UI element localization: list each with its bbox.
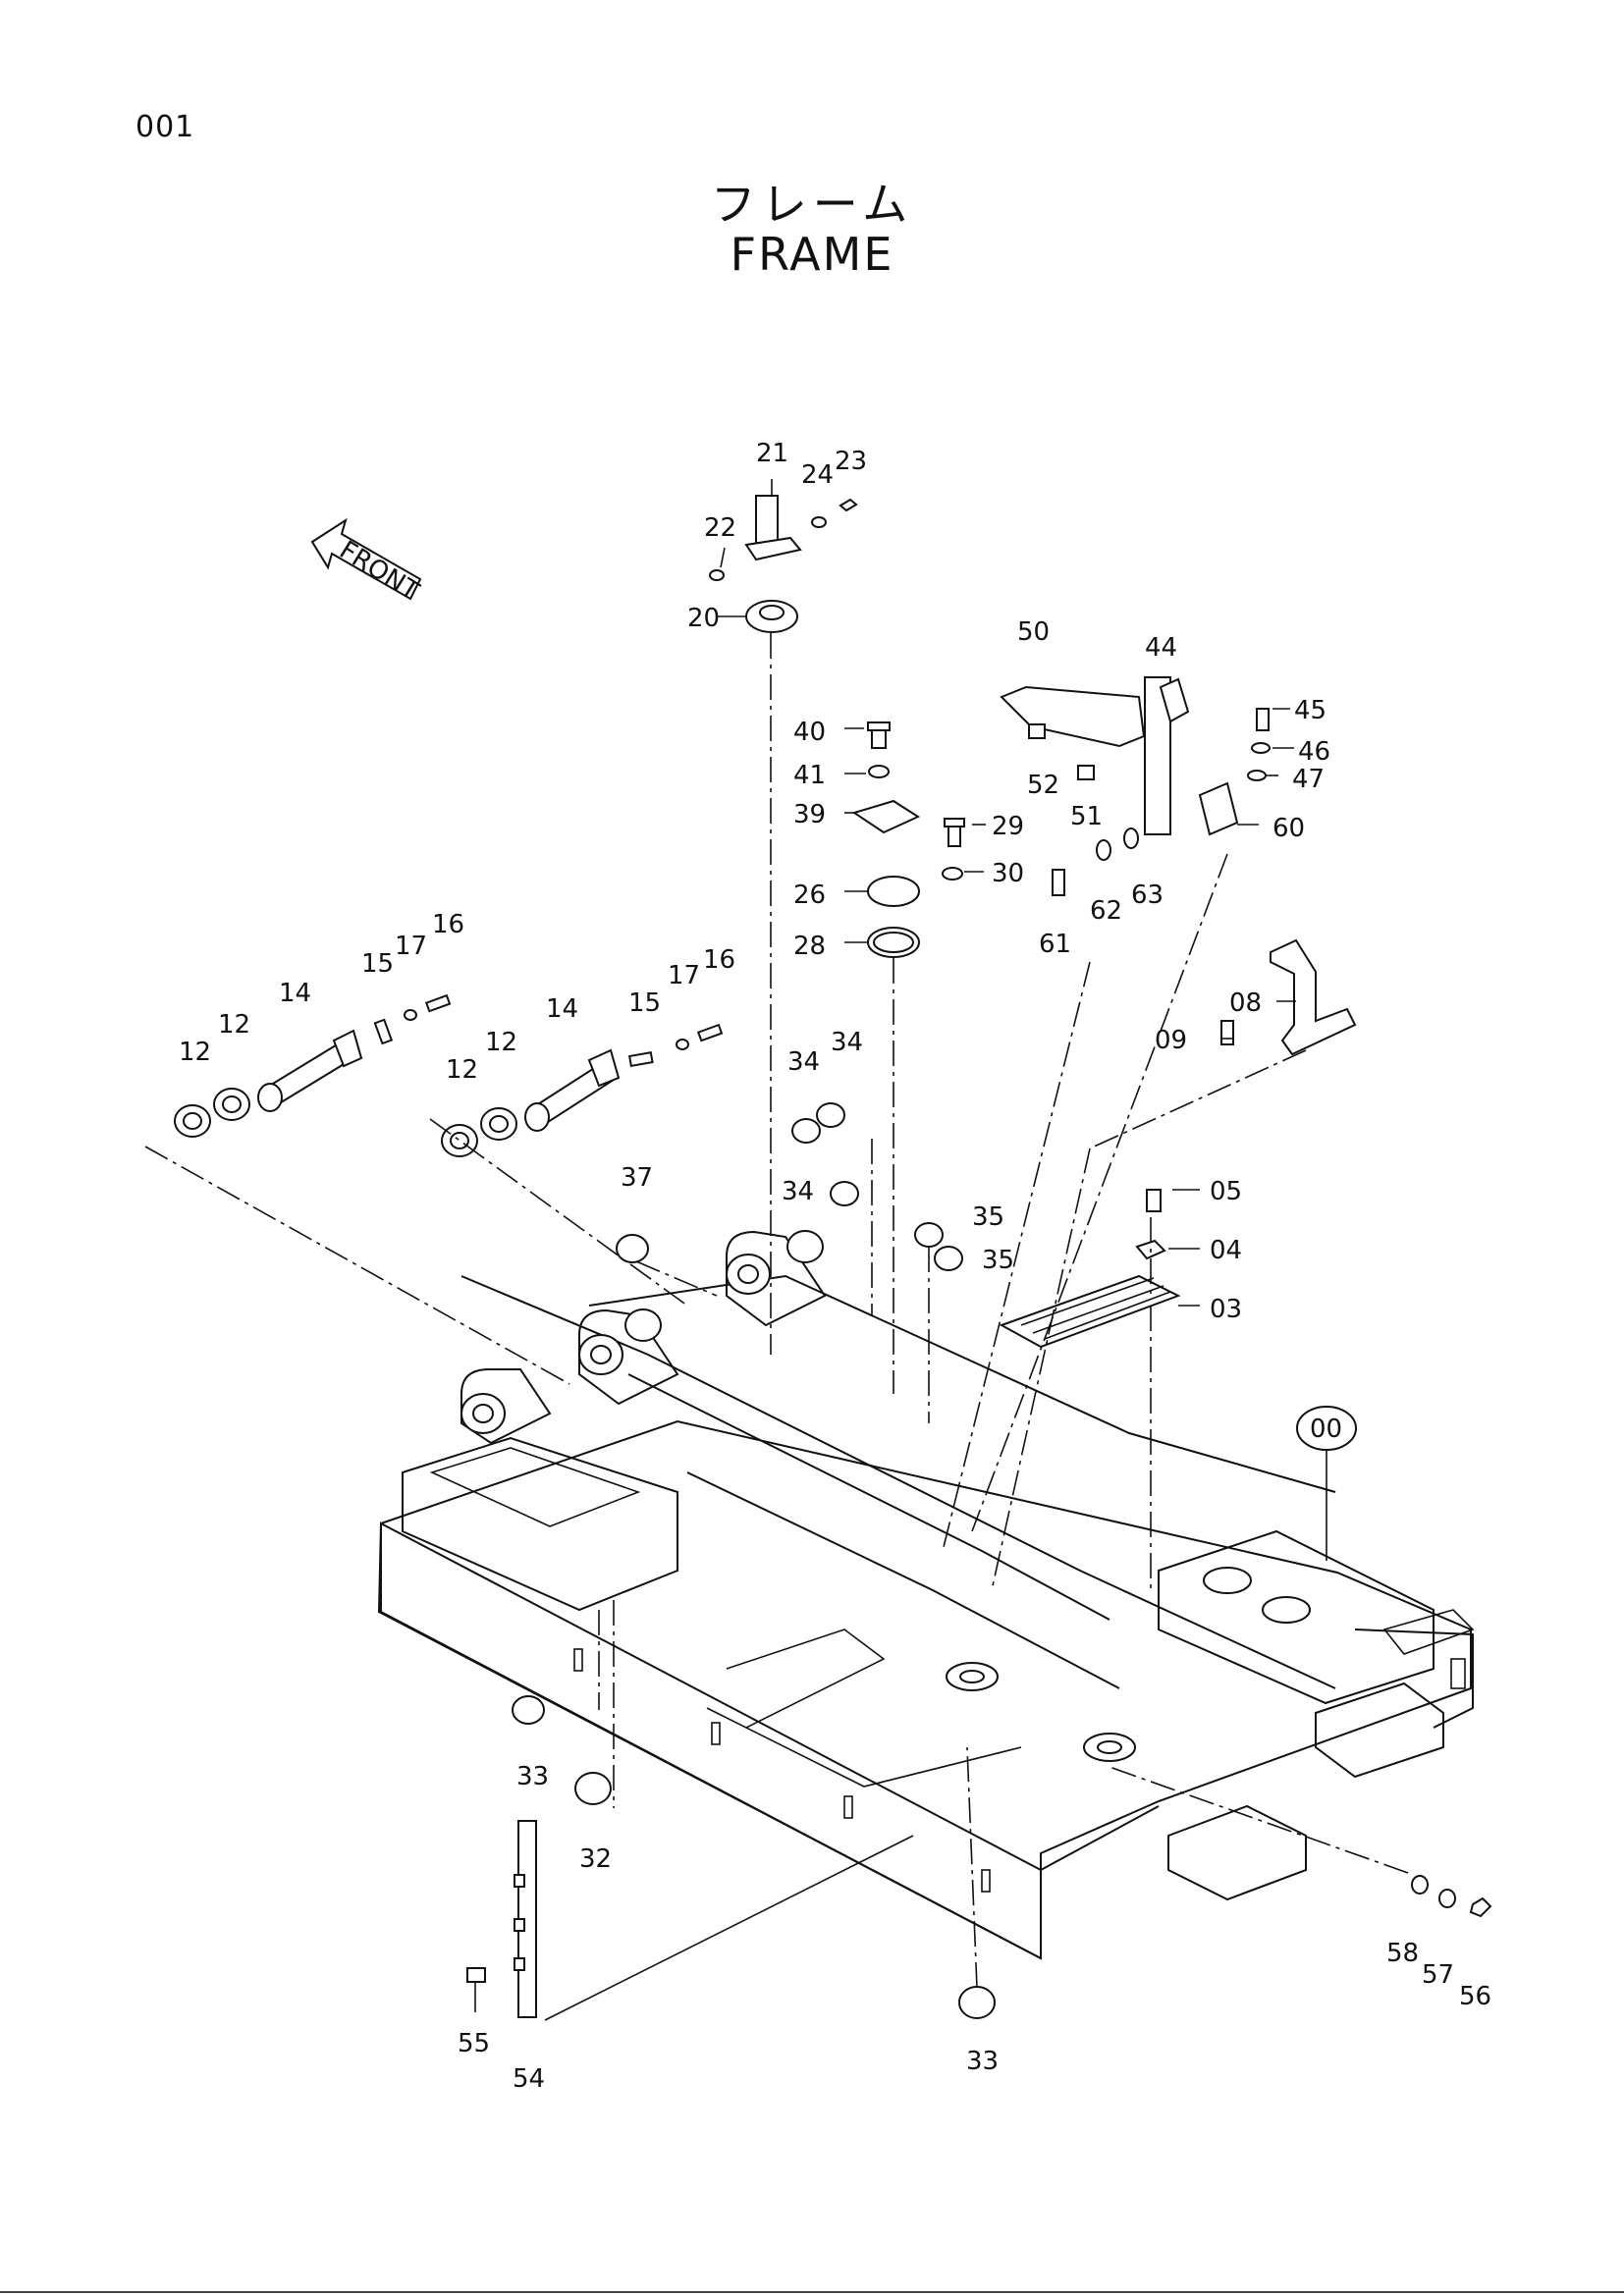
callout-33a: 33 [516, 1762, 549, 1791]
callout-09: 09 [1155, 1026, 1187, 1055]
callout-34c: 34 [782, 1177, 814, 1206]
callout-58: 58 [1386, 1939, 1419, 1968]
callout-00: 00 [1310, 1415, 1342, 1444]
callout-62: 62 [1090, 896, 1122, 926]
callout-20: 20 [687, 604, 720, 633]
callout-44: 44 [1145, 633, 1177, 663]
front-direction-arrow: FRONT [310, 517, 424, 607]
callout-28: 28 [793, 932, 826, 961]
callout-30: 30 [992, 859, 1024, 888]
callout-39: 39 [793, 800, 826, 829]
callout-61: 61 [1039, 930, 1071, 959]
right-pin-group [441, 1023, 724, 1157]
callout-40: 40 [793, 718, 826, 747]
callout-34b: 34 [831, 1028, 863, 1057]
callout-16b: 16 [703, 945, 735, 975]
callout-05: 05 [1210, 1177, 1242, 1206]
callout-12c: 12 [485, 1028, 517, 1057]
callout-46: 46 [1298, 737, 1330, 767]
callout-17a: 17 [395, 932, 427, 961]
callout-57: 57 [1422, 1960, 1454, 1990]
left-pin-group [174, 993, 452, 1138]
callout-34a: 34 [787, 1047, 820, 1077]
callout-54: 54 [513, 2064, 545, 2094]
page-number: 001 [135, 110, 195, 144]
callout-37: 37 [621, 1163, 653, 1193]
callout-labels: 21 24 23 22 20 50 44 45 46 47 60 40 41 3… [179, 439, 1491, 2094]
main-frame-body [377, 1230, 1475, 1960]
callout-63: 63 [1131, 881, 1164, 910]
callout-12d: 12 [446, 1055, 478, 1085]
callout-60: 60 [1272, 814, 1305, 843]
callout-12b: 12 [179, 1038, 211, 1067]
callout-29: 29 [992, 812, 1024, 841]
callout-41: 41 [793, 761, 826, 790]
cover-stack [851, 721, 965, 958]
callout-45: 45 [1294, 696, 1326, 725]
callout-21: 21 [756, 439, 788, 468]
hardware-56-58 [1411, 1875, 1492, 1918]
bottom-rule [0, 2291, 1624, 2293]
callout-47: 47 [1292, 765, 1325, 794]
callout-00-circle [1296, 1406, 1357, 1451]
callout-22: 22 [704, 513, 736, 543]
part-20-bush [745, 600, 798, 633]
leader-lines [598, 479, 1307, 1989]
callout-14a: 14 [279, 979, 311, 1008]
callout-35a: 35 [972, 1202, 1004, 1232]
callout-52: 52 [1027, 771, 1059, 800]
grommets [512, 1102, 996, 2019]
title-english: FRAME [730, 228, 894, 281]
callout-23: 23 [835, 447, 867, 476]
callout-33b: 33 [966, 2047, 999, 2076]
callout-32: 32 [579, 1844, 612, 1874]
plate-54 [466, 1820, 537, 2018]
callout-14b: 14 [546, 994, 578, 1024]
boom-foot-bosses [460, 1230, 827, 1445]
callout-08: 08 [1229, 988, 1262, 1018]
callout-16a: 16 [432, 910, 464, 939]
callout-12a: 12 [218, 1010, 250, 1040]
callout-03: 03 [1210, 1295, 1242, 1324]
front-arrow-label: FRONT [334, 535, 423, 607]
callout-35b: 35 [982, 1246, 1014, 1275]
callout-15a: 15 [361, 949, 394, 979]
callout-15b: 15 [628, 988, 661, 1018]
callout-51: 51 [1070, 802, 1103, 831]
title-japanese: フレーム [710, 178, 914, 231]
callout-55: 55 [458, 2029, 490, 2058]
bracket-assembly [1000, 676, 1271, 896]
callout-17b: 17 [668, 961, 700, 990]
part-21-pin [709, 495, 858, 581]
callout-04: 04 [1210, 1236, 1242, 1265]
callout-26: 26 [793, 881, 826, 910]
mat-group [999, 1189, 1181, 1349]
callout-24: 24 [801, 460, 834, 490]
callout-50: 50 [1017, 617, 1050, 647]
callout-56: 56 [1459, 1982, 1491, 2011]
